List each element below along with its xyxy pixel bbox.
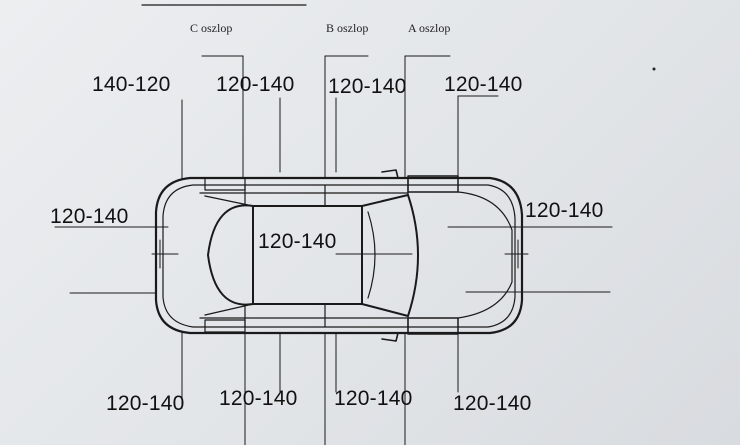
- measurement-top-b: 120-140: [328, 75, 407, 98]
- measurement-bottom-b: 120-140: [334, 387, 413, 410]
- measurement-top-a: 120-140: [444, 73, 523, 96]
- c-pillar-label: C oszlop: [190, 21, 233, 35]
- measurement-bottom-c-inner: 120-140: [219, 387, 298, 410]
- measurement-bottom-a: 120-140: [453, 392, 532, 415]
- measurement-front: 120-140: [525, 199, 604, 222]
- a-pillar-label: A oszlop: [408, 21, 451, 35]
- measurement-bottom-c-outer: 120-140: [106, 392, 185, 415]
- measurement-top-c-inner: 120-140: [216, 73, 295, 96]
- measurement-roof: 120-140: [258, 230, 337, 253]
- measurement-top-c-outer: 140-120: [92, 73, 171, 96]
- measurement-rear: 120-140: [50, 205, 129, 228]
- b-pillar-label: B oszlop: [326, 21, 369, 35]
